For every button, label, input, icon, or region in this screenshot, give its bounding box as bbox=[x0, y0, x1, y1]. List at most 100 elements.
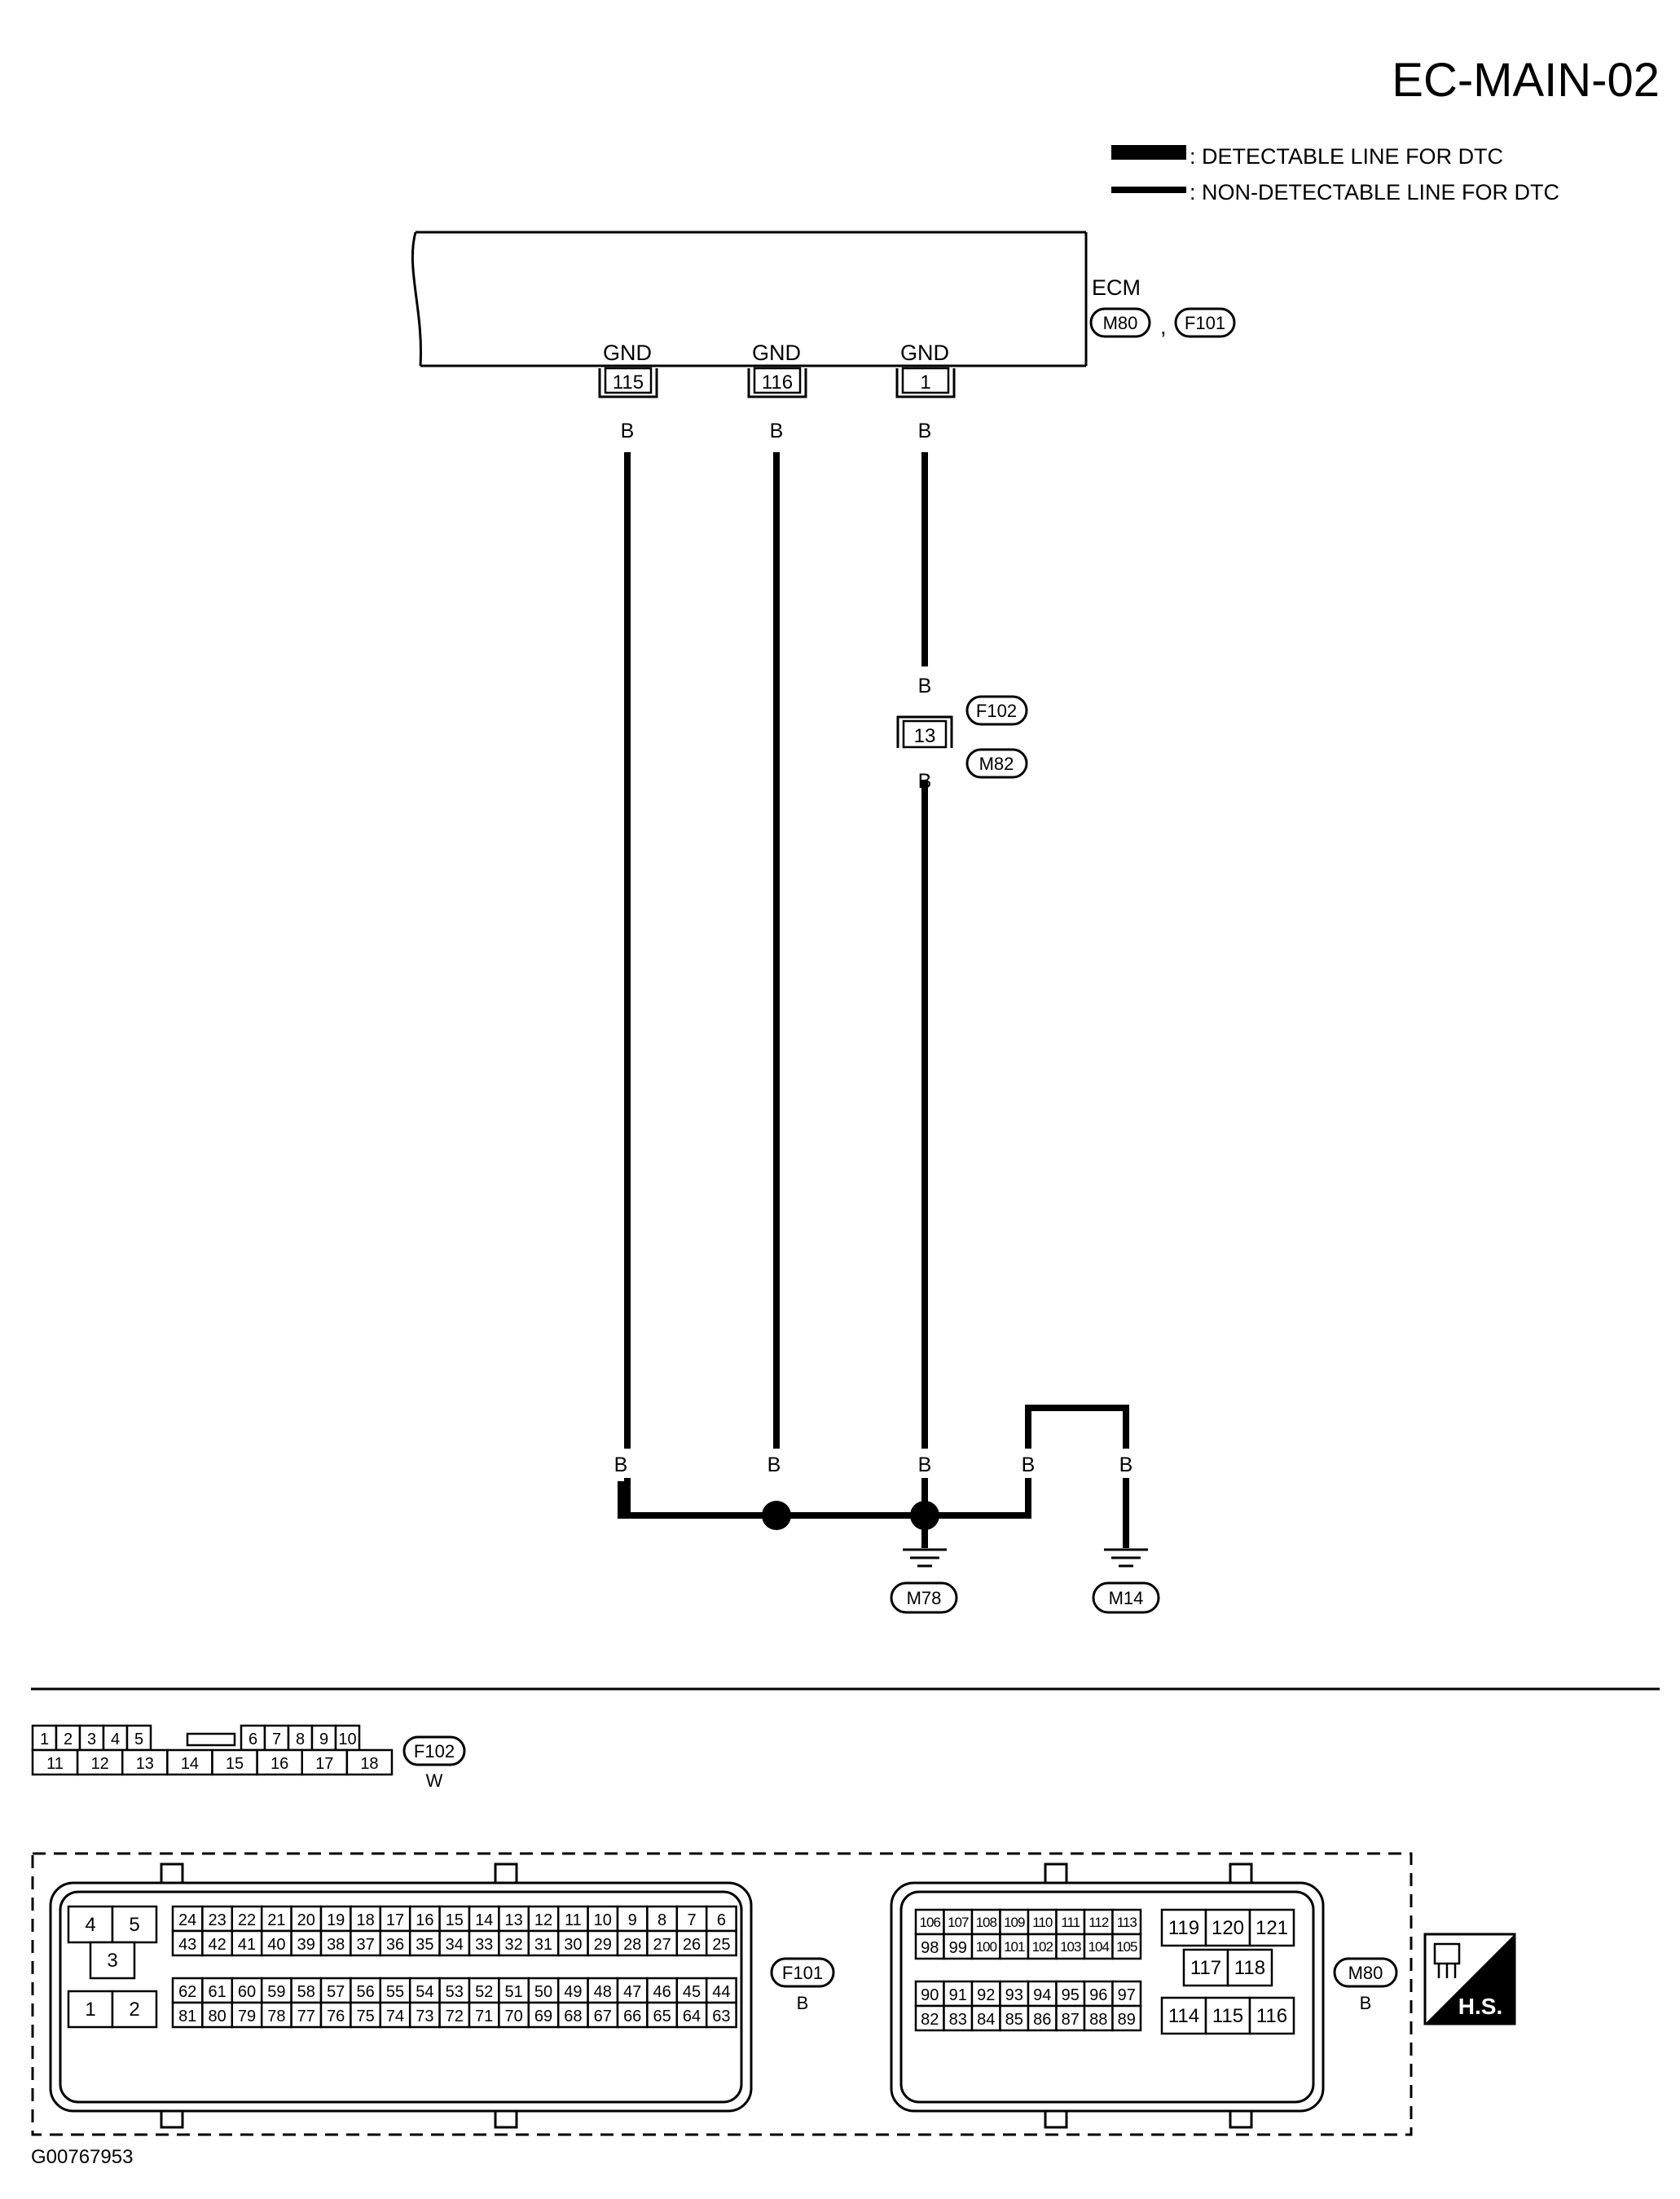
connector-outer-shell bbox=[890, 1881, 1325, 2113]
joint-bracket bbox=[896, 715, 953, 748]
connector-pin-label: 101 bbox=[1004, 1939, 1025, 1955]
connector-pin-label: 7 bbox=[687, 1911, 696, 1929]
connector-pin-label: 69 bbox=[534, 2008, 552, 2025]
connector-tab bbox=[1044, 1863, 1068, 1885]
connector-pin-label: 111 bbox=[1061, 1915, 1080, 1930]
connector-pin-label: 75 bbox=[356, 2008, 374, 2025]
connector-pin-label: 6 bbox=[248, 1731, 257, 1748]
connector-pin-label: 94 bbox=[1033, 1986, 1051, 2004]
connector-color: B bbox=[1360, 1993, 1372, 2013]
connector-inner-shell bbox=[59, 1890, 743, 2104]
connector-pin-label: 1 bbox=[85, 1999, 95, 2021]
connector-pin-label: 53 bbox=[446, 1983, 464, 2001]
ecm-label: ECM bbox=[1092, 275, 1141, 300]
connector-pin-label: 81 bbox=[178, 2008, 196, 2025]
terminal-box bbox=[901, 367, 950, 394]
connector-oval bbox=[1092, 1581, 1160, 1614]
connector-pin bbox=[943, 1980, 974, 2008]
connector-pin-label: 120 bbox=[1212, 1917, 1244, 1939]
label-bg bbox=[910, 1449, 939, 1478]
connector-pin bbox=[468, 2001, 500, 2029]
connector-tab bbox=[160, 2109, 184, 2129]
connector-pin bbox=[201, 1929, 234, 1957]
connector-oval bbox=[1333, 1957, 1398, 1988]
joint-pin: 13 bbox=[914, 725, 936, 747]
connector-pin-label: 29 bbox=[594, 1936, 612, 1954]
connector-pin-label: 110 bbox=[1032, 1915, 1053, 1930]
terminal-pin: 1 bbox=[920, 372, 930, 394]
label-bg bbox=[613, 1449, 642, 1478]
connector-pin-label: 114 bbox=[1168, 2005, 1199, 2027]
connector-pin-label: 61 bbox=[208, 1983, 226, 2001]
connector-color: W bbox=[426, 1770, 443, 1791]
connector-pin bbox=[111, 1990, 158, 2029]
connector-tab bbox=[494, 2109, 518, 2129]
connector-tab bbox=[1044, 2109, 1068, 2129]
connector-pin bbox=[231, 1977, 263, 2004]
badge-triangle bbox=[1425, 1934, 1515, 2024]
connector-pin-label: 46 bbox=[653, 1983, 671, 2001]
connector-pin-label: 12 bbox=[534, 1911, 552, 1929]
connector-pin-label: 116 bbox=[1256, 2005, 1287, 2027]
connector-pin-label: 68 bbox=[564, 2008, 582, 2025]
lower-wire-labels: B B B B B bbox=[613, 1449, 1141, 1478]
connector-pin-label: 88 bbox=[1089, 2011, 1107, 2029]
connector-pin bbox=[675, 2001, 708, 2029]
terminal-bracket bbox=[598, 368, 658, 398]
connector-pin-label: 20 bbox=[297, 1911, 315, 1929]
connector-pin-label: 14 bbox=[475, 1911, 493, 1929]
connector-pin-label: 22 bbox=[238, 1911, 256, 1929]
connector-pin-label: 107 bbox=[948, 1915, 969, 1930]
connector-pin bbox=[1111, 1933, 1142, 1960]
connector-id: F102 bbox=[976, 701, 1017, 721]
connector-pin bbox=[211, 1748, 258, 1776]
connector-pin bbox=[646, 1905, 679, 1933]
wires bbox=[618, 452, 1129, 1548]
connector-id: F102 bbox=[414, 1741, 455, 1761]
connector-pin bbox=[260, 1905, 292, 1933]
connector-pin bbox=[408, 2001, 441, 2029]
connector-icon bbox=[1433, 1942, 1461, 1978]
connector-pin bbox=[1027, 1933, 1058, 1960]
connector-pin-label: 83 bbox=[949, 2011, 967, 2029]
connector-pin-label: 86 bbox=[1033, 2011, 1051, 2029]
connector-oval bbox=[890, 1581, 958, 1614]
connector-pin bbox=[301, 1748, 349, 1776]
connector-pin-label: 42 bbox=[208, 1936, 226, 1954]
connector-pin-label: 60 bbox=[238, 1983, 256, 2001]
ecm-connector-badge-f101: F101 bbox=[1174, 307, 1236, 338]
connector-pin-label: 44 bbox=[712, 1983, 730, 2001]
badge-label: H.S. bbox=[1458, 1994, 1502, 2019]
legend-non-detectable-label: : NON-DETECTABLE LINE FOR DTC bbox=[1190, 180, 1559, 205]
wire-color: B bbox=[1119, 1454, 1133, 1476]
connector-pin-label: 41 bbox=[238, 1936, 256, 1954]
connector-pin-label: 37 bbox=[356, 1936, 374, 1954]
connector-pin-label: 18 bbox=[360, 1755, 378, 1773]
connector-pin bbox=[89, 1941, 136, 1980]
connector-pin-label: 91 bbox=[949, 1986, 967, 2004]
connector-oval bbox=[965, 748, 1028, 779]
connector-pin bbox=[408, 1929, 441, 1957]
joint-connector: B 13 B F102 M82 bbox=[896, 675, 1028, 793]
connector-pin-label: 90 bbox=[921, 1986, 939, 2004]
connector-pin-label: 99 bbox=[949, 1939, 967, 1957]
connector-tab bbox=[1229, 1863, 1253, 1885]
connector-pin-label: 12 bbox=[91, 1755, 109, 1773]
connector-pin-label: 52 bbox=[475, 1983, 493, 2001]
connector-pin-label: 3 bbox=[87, 1731, 96, 1748]
connector-pin bbox=[201, 2001, 234, 2029]
connector-pin-label: 3 bbox=[107, 1950, 117, 1972]
connector-pin-label: 34 bbox=[446, 1936, 464, 1954]
connector-pin-label: 73 bbox=[416, 2008, 433, 2025]
connector-pin bbox=[468, 1929, 500, 1957]
connector-pin bbox=[1160, 1996, 1207, 2035]
connector-pin-label: 24 bbox=[178, 1911, 196, 1929]
connector-pin-label: 71 bbox=[475, 2008, 493, 2025]
connector-pin-label: 8 bbox=[296, 1731, 305, 1748]
connector-pin-label: 56 bbox=[356, 1983, 374, 2001]
connector-pin bbox=[556, 1905, 589, 1933]
